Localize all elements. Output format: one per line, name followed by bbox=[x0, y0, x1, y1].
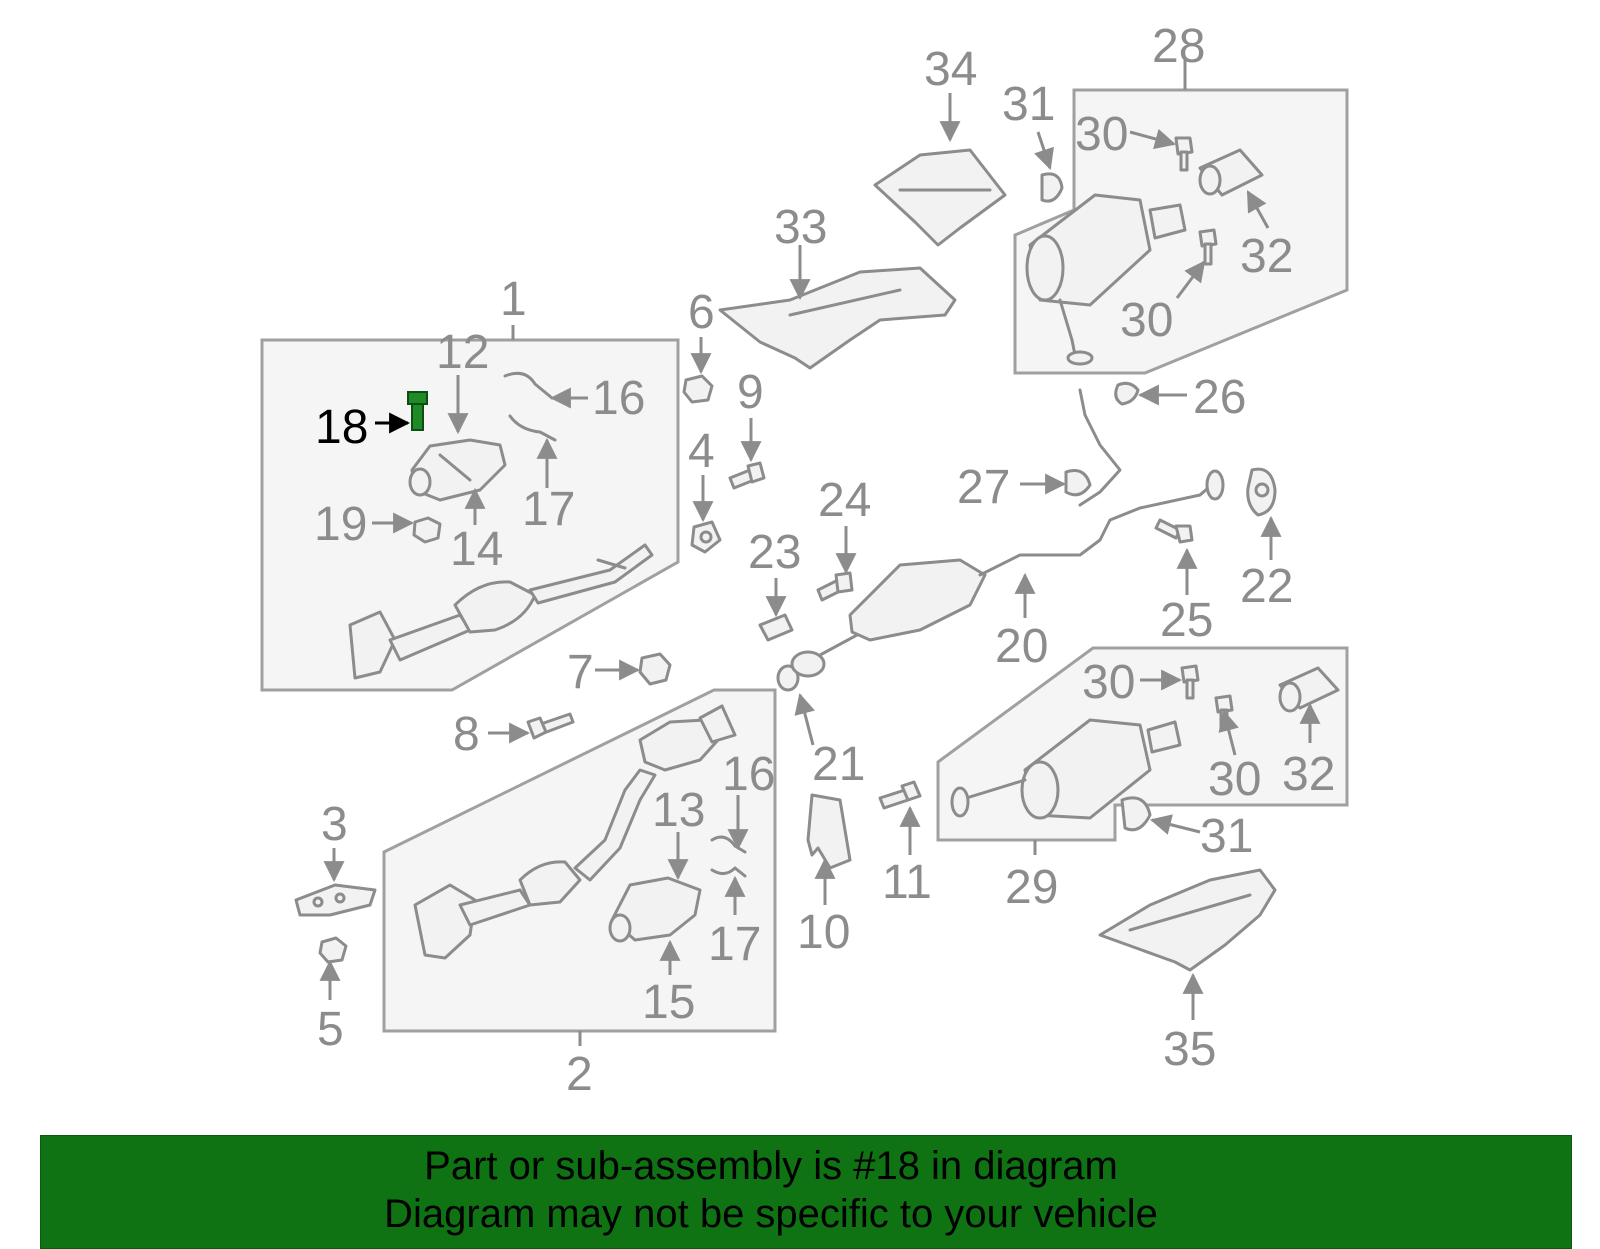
exhaust-tip-32-upper bbox=[1198, 148, 1264, 197]
callout-7: 7 bbox=[567, 646, 594, 699]
callout-15: 15 bbox=[642, 976, 695, 1029]
callout-4: 4 bbox=[688, 425, 715, 478]
bolt-8 bbox=[526, 712, 575, 740]
callout-26: 26 bbox=[1193, 371, 1246, 424]
callout-11: 11 bbox=[882, 856, 932, 909]
bolt-18 bbox=[407, 391, 428, 431]
callout-12: 12 bbox=[436, 326, 489, 379]
callout-5: 5 bbox=[317, 1003, 344, 1056]
callout-2: 2 bbox=[566, 1048, 593, 1101]
callout-17-upper: 17 bbox=[522, 483, 575, 536]
hanger-31-lower bbox=[1120, 796, 1152, 832]
callout-16-upper: 16 bbox=[592, 372, 645, 425]
banner-disclaimer: Diagram may not be specific to your vehi… bbox=[384, 1192, 1158, 1236]
callout-20: 20 bbox=[995, 620, 1048, 673]
callout-13: 13 bbox=[652, 784, 705, 837]
hanger-27 bbox=[1064, 469, 1092, 497]
callout-18-highlighted: 18 bbox=[315, 401, 368, 454]
callout-16-lower: 16 bbox=[722, 748, 775, 801]
muffler-assembly-28 bbox=[1025, 193, 1187, 366]
callout-32-upper: 32 bbox=[1240, 230, 1293, 283]
nut-5 bbox=[318, 936, 348, 964]
bolt-30-lower-a bbox=[1180, 664, 1200, 700]
callout-29: 29 bbox=[1005, 861, 1058, 914]
callout-22: 22 bbox=[1240, 560, 1293, 613]
callout-19: 19 bbox=[314, 498, 367, 551]
callout-27: 27 bbox=[957, 461, 1010, 514]
callout-25: 25 bbox=[1160, 594, 1213, 647]
bolt-30-upper-a bbox=[1174, 136, 1194, 172]
gasket-17-lower bbox=[710, 866, 747, 878]
bolt-11 bbox=[878, 780, 922, 810]
callout-28: 28 bbox=[1152, 20, 1205, 73]
callout-23: 23 bbox=[748, 526, 801, 579]
callout-31-lower: 31 bbox=[1200, 810, 1253, 863]
callout-30-upper-a: 30 bbox=[1075, 108, 1128, 161]
banner-part-note: Part or sub-assembly is #18 in diagram bbox=[424, 1144, 1118, 1188]
callout-8: 8 bbox=[453, 708, 480, 761]
gasket-4 bbox=[690, 520, 722, 554]
front-exhaust-pipe-assembly-2 bbox=[413, 704, 737, 960]
muffler-assembly-29 bbox=[950, 718, 1182, 820]
callout-30-upper-b: 30 bbox=[1120, 294, 1173, 347]
heat-shield-34 bbox=[873, 148, 1007, 247]
callout-10: 10 bbox=[797, 906, 850, 959]
bolt-25 bbox=[1154, 518, 1194, 544]
bolt-9 bbox=[728, 461, 766, 490]
gasket-21 bbox=[776, 664, 800, 692]
callout-34: 34 bbox=[924, 43, 977, 96]
bolt-30-upper-b bbox=[1198, 228, 1218, 266]
gasket-22 bbox=[1246, 467, 1277, 517]
callout-33: 33 bbox=[774, 201, 827, 254]
callout-32-lower: 32 bbox=[1282, 748, 1335, 801]
hanger-31-upper bbox=[1040, 172, 1064, 203]
exhaust-tip-32-lower bbox=[1278, 666, 1340, 713]
gasket-16-upper bbox=[503, 371, 554, 400]
nut-7 bbox=[638, 652, 672, 686]
front-exhaust-pipe-assembly-1 bbox=[348, 543, 654, 680]
center-exhaust-pipe-20 bbox=[790, 388, 1225, 678]
hanger-26 bbox=[1114, 381, 1140, 406]
heat-shield-35 bbox=[1098, 868, 1277, 972]
leader-lines bbox=[319, 60, 1321, 1046]
callout-9: 9 bbox=[737, 366, 764, 419]
callout-31-upper: 31 bbox=[1002, 78, 1055, 131]
callout-1: 1 bbox=[500, 273, 527, 326]
bushing-23 bbox=[758, 613, 794, 642]
callout-6: 6 bbox=[688, 286, 715, 339]
info-banner: Part or sub-assembly is #18 in diagram D… bbox=[40, 1135, 1572, 1249]
callout-24: 24 bbox=[818, 474, 871, 527]
nut-19 bbox=[412, 516, 442, 544]
callout-14: 14 bbox=[450, 523, 503, 576]
assembly-box-1 bbox=[260, 338, 680, 692]
gasket-3 bbox=[294, 883, 377, 917]
catalytic-converter-15 bbox=[608, 876, 702, 943]
heat-shield-33 bbox=[718, 266, 957, 370]
stud-24 bbox=[816, 571, 854, 602]
gasket-17-upper bbox=[508, 414, 557, 442]
nut-6 bbox=[682, 374, 714, 404]
callout-35: 35 bbox=[1163, 1023, 1216, 1076]
catalytic-converter-14 bbox=[408, 438, 507, 502]
callout-3: 3 bbox=[321, 798, 348, 851]
callout-30-lower-a: 30 bbox=[1082, 656, 1135, 709]
callout-17-lower: 17 bbox=[708, 918, 761, 971]
bracket-10 bbox=[806, 793, 852, 870]
callout-21: 21 bbox=[812, 738, 865, 791]
callout-30-lower-b: 30 bbox=[1208, 753, 1261, 806]
